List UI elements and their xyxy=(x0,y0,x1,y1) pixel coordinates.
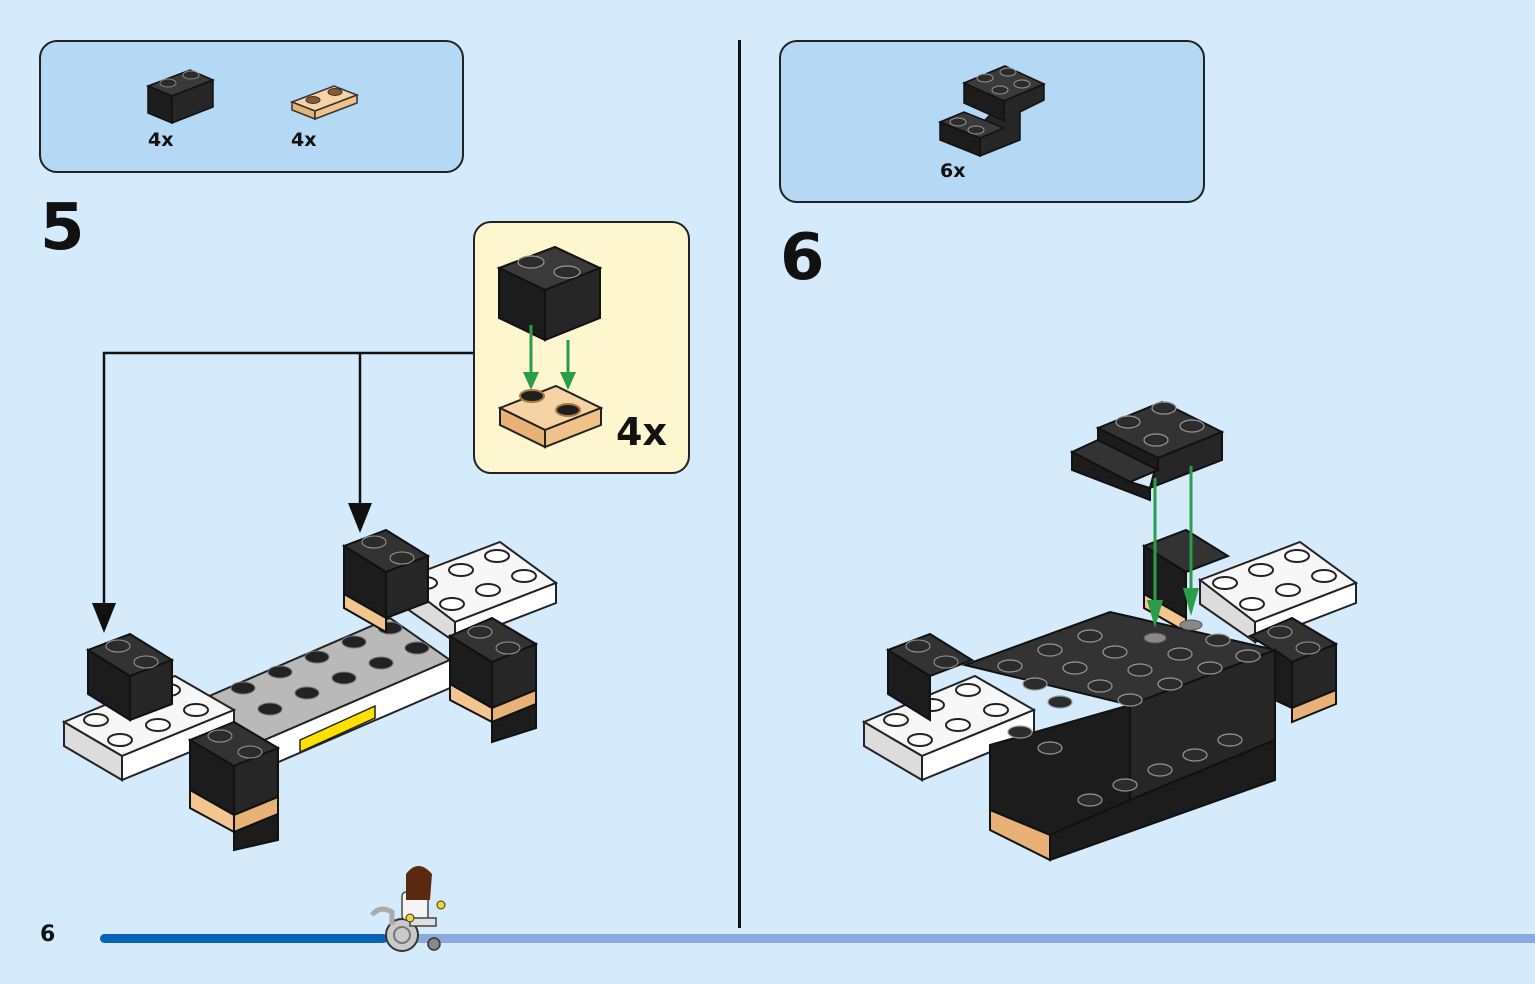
gray-base-plate xyxy=(197,616,453,772)
step6-corner-brick-right xyxy=(1247,616,1339,724)
step6-black-body xyxy=(961,610,1279,862)
trans-orange-plate-part-icon xyxy=(289,85,360,121)
corner-brick-back-right xyxy=(447,616,539,744)
wheelchair-minifig-icon xyxy=(370,866,446,952)
callout-qty: 4x xyxy=(616,410,667,454)
corner-brick-front-left xyxy=(85,632,175,722)
step6-left-white-plate xyxy=(861,674,1037,782)
step-5-number: 5 xyxy=(40,191,85,265)
callout-plate-icon xyxy=(497,384,604,449)
step-6-number: 6 xyxy=(780,221,825,295)
corner-brick-front-right xyxy=(187,720,281,852)
corner-brick-back-left xyxy=(341,528,431,634)
step6-down-arrows-icon xyxy=(1147,466,1199,628)
part-qty-orange-plate: 4x xyxy=(291,129,317,151)
step6-corner-brick-left xyxy=(885,632,975,722)
step6-bracket-piece xyxy=(1069,400,1225,502)
progress-fill xyxy=(100,934,387,943)
part-qty-black-brick: 4x xyxy=(148,129,174,151)
page-number: 6 xyxy=(40,922,56,947)
callout-down-arrows-icon xyxy=(523,325,576,390)
callout-brick-icon xyxy=(496,245,603,342)
black-brick-part-icon xyxy=(145,69,215,125)
step6-right-white-plate xyxy=(1197,540,1359,644)
part-qty-black-bracket: 6x xyxy=(940,160,966,182)
callout-connector-lines xyxy=(92,351,473,633)
progress-track xyxy=(100,934,1535,943)
step-5-parts-box xyxy=(39,40,464,173)
step-divider-line xyxy=(738,40,741,928)
black-bracket-part-icon xyxy=(938,65,1046,158)
